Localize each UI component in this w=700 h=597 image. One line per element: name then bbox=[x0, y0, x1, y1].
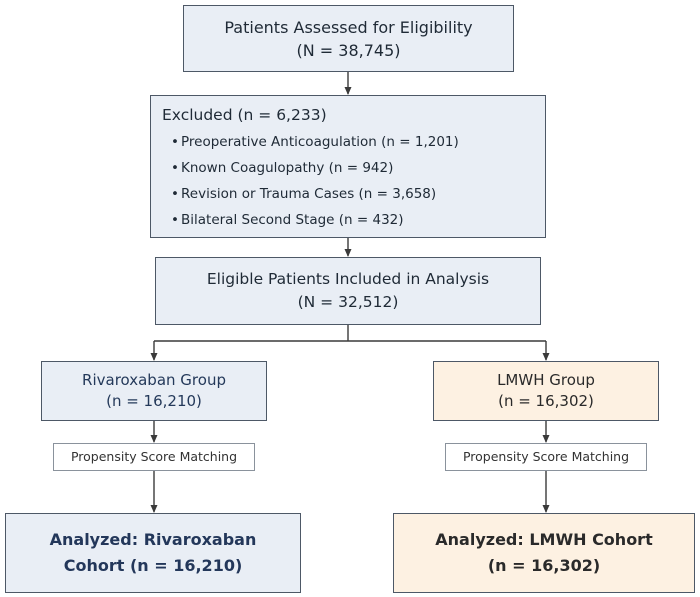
propensity-matching-label: Propensity Score Matching bbox=[70, 449, 238, 464]
analyzed-rivaroxaban-title: Analyzed: Rivaroxaban bbox=[49, 530, 257, 549]
lmwh-group-title: LMWH Group bbox=[497, 371, 595, 389]
analyzed-lmwh-box: Analyzed: LMWH Cohort (n = 16,302) bbox=[393, 513, 695, 593]
exclusion-item: •Known Coagulopathy (n = 942) bbox=[162, 155, 545, 181]
rivaroxaban-group-count: (n = 16,210) bbox=[106, 392, 202, 410]
excluded-box: Excluded (n = 6,233) •Preoperative Antic… bbox=[150, 95, 546, 238]
exclusion-list: •Preoperative Anticoagulation (n = 1,201… bbox=[162, 129, 545, 233]
rivaroxaban-group-title: Rivaroxaban Group bbox=[82, 371, 226, 389]
analyzed-lmwh-count: (n = 16,302) bbox=[487, 556, 601, 575]
rivaroxaban-group-box: Rivaroxaban Group (n = 16,210) bbox=[41, 361, 267, 421]
assessed-count: (N = 38,745) bbox=[296, 40, 401, 60]
propensity-matching-rivaroxaban-box: Propensity Score Matching bbox=[53, 443, 255, 471]
exclusion-item: •Bilateral Second Stage (n = 432) bbox=[162, 207, 545, 233]
exclusion-item: •Revision or Trauma Cases (n = 3,658) bbox=[162, 181, 545, 207]
lmwh-group-box: LMWH Group (n = 16,302) bbox=[433, 361, 659, 421]
analyzed-rivaroxaban-box: Analyzed: Rivaroxaban Cohort (n = 16,210… bbox=[5, 513, 301, 593]
assessed-title: Patients Assessed for Eligibility bbox=[224, 17, 473, 37]
bullet-icon: • bbox=[171, 134, 179, 150]
exclusion-item-label: Bilateral Second Stage (n = 432) bbox=[181, 212, 404, 228]
analyzed-rivaroxaban-count: Cohort (n = 16,210) bbox=[63, 556, 243, 575]
exclusion-item-label: Revision or Trauma Cases (n = 3,658) bbox=[181, 186, 437, 202]
excluded-title: Excluded (n = 6,233) bbox=[162, 106, 327, 124]
exclusion-item-label: Known Coagulopathy (n = 942) bbox=[181, 160, 394, 176]
propensity-matching-label: Propensity Score Matching bbox=[462, 449, 630, 464]
eligible-box: Eligible Patients Included in Analysis (… bbox=[155, 257, 541, 325]
analyzed-lmwh-title: Analyzed: LMWH Cohort bbox=[435, 530, 653, 549]
bullet-icon: • bbox=[171, 212, 179, 228]
exclusion-item-label: Preoperative Anticoagulation (n = 1,201) bbox=[181, 134, 459, 150]
lmwh-group-count: (n = 16,302) bbox=[498, 392, 594, 410]
bullet-icon: • bbox=[171, 186, 179, 202]
eligible-title: Eligible Patients Included in Analysis bbox=[206, 270, 490, 288]
eligible-count: (N = 32,512) bbox=[297, 293, 399, 311]
propensity-matching-lmwh-box: Propensity Score Matching bbox=[445, 443, 647, 471]
assessed-box: Patients Assessed for Eligibility (N = 3… bbox=[183, 5, 514, 72]
exclusion-item: •Preoperative Anticoagulation (n = 1,201… bbox=[162, 129, 545, 155]
bullet-icon: • bbox=[171, 160, 179, 176]
